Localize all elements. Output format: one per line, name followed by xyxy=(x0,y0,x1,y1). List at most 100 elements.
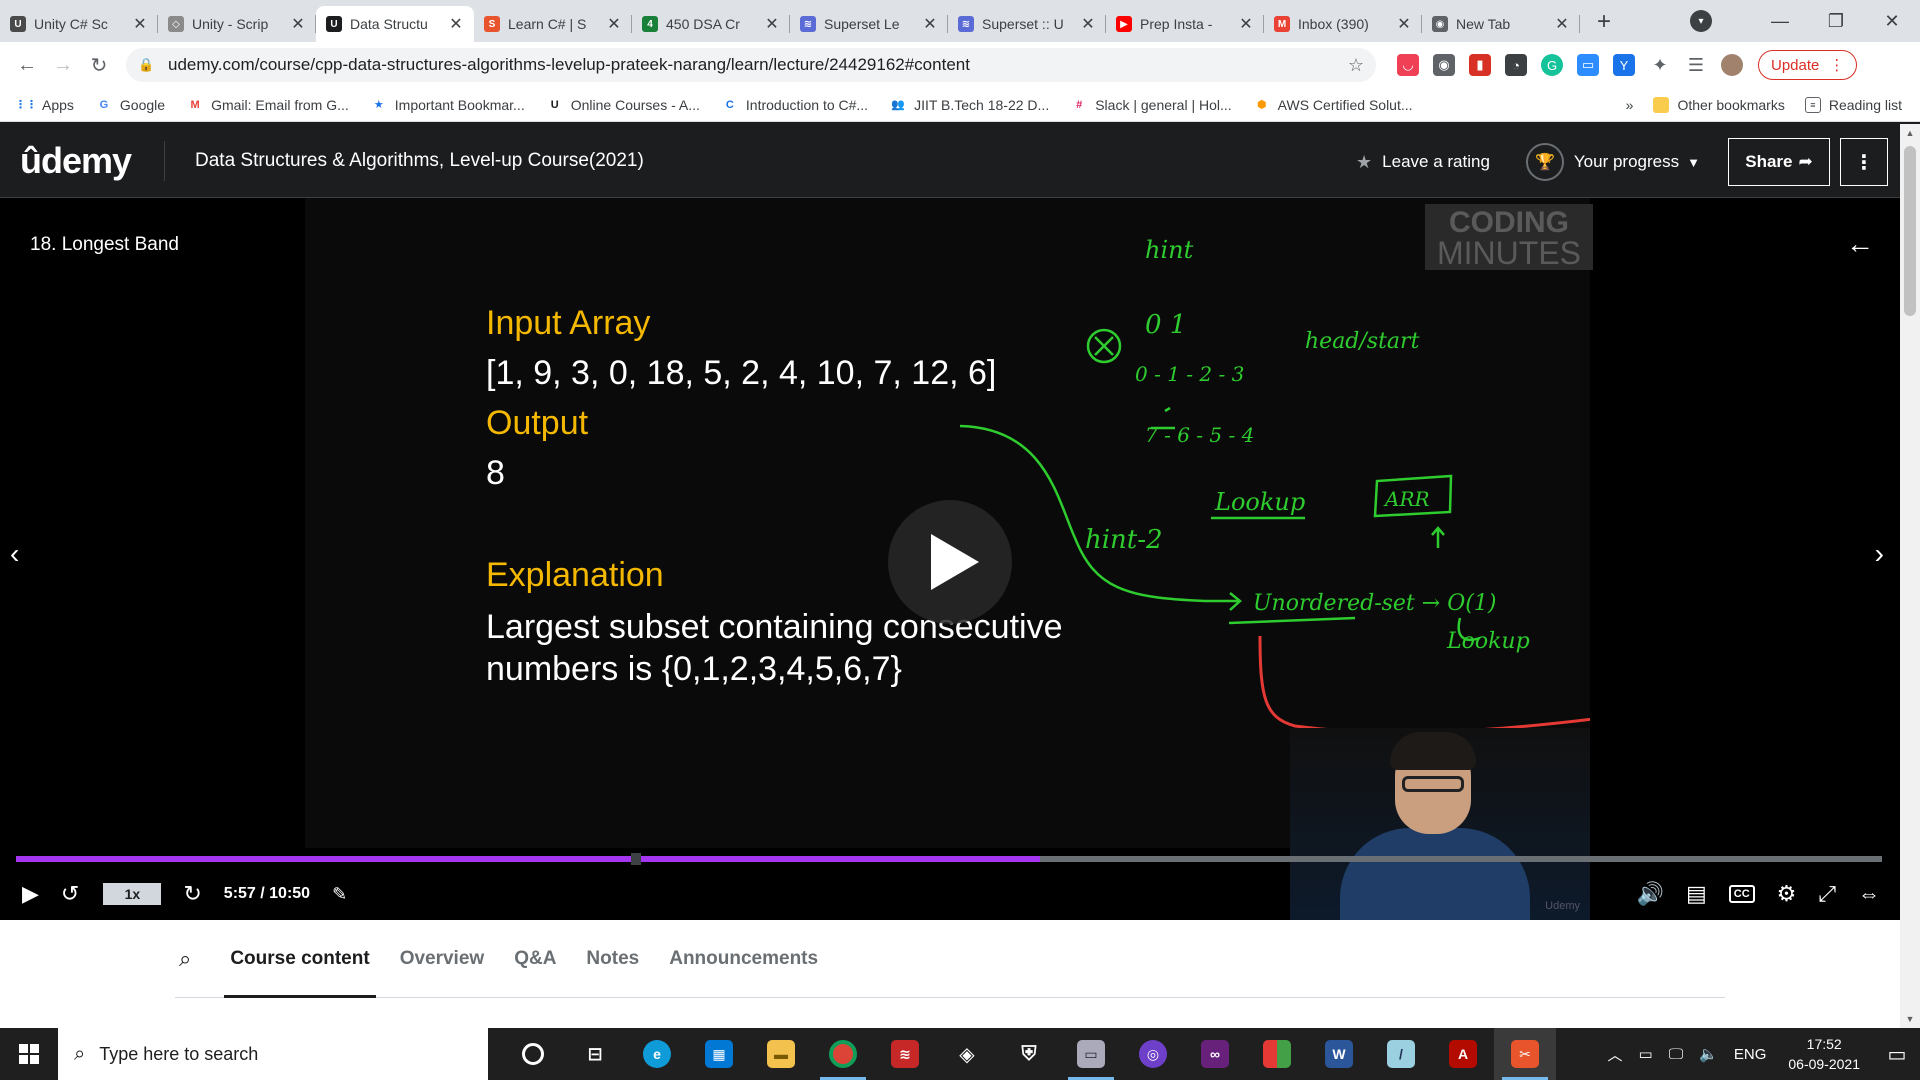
profile-avatar[interactable] xyxy=(1721,54,1743,76)
security-shield-icon[interactable]: ⛨ xyxy=(1021,1042,1037,1065)
extension-icon-4[interactable]: ◔ xyxy=(1505,54,1527,76)
start-button[interactable] xyxy=(0,1028,58,1080)
course-tab[interactable]: Q&A xyxy=(514,947,557,969)
volume-icon[interactable]: 🔈 xyxy=(1699,1046,1718,1063)
play-button[interactable]: ▶ xyxy=(22,881,39,906)
browser-tab[interactable]: ≋Superset :: U✕ xyxy=(948,6,1106,42)
rewind-icon[interactable]: ↺ xyxy=(60,881,80,906)
chrome-icon[interactable] xyxy=(812,1028,874,1080)
acrobat-icon[interactable]: A xyxy=(1432,1028,1494,1080)
bookmark-star-icon[interactable]: ☆ xyxy=(1347,54,1364,75)
close-tab-icon[interactable]: ✕ xyxy=(449,16,463,33)
word-icon[interactable]: W xyxy=(1308,1028,1370,1080)
captions-icon[interactable]: CC xyxy=(1728,885,1755,903)
close-tab-icon[interactable]: ✕ xyxy=(607,16,621,33)
lock-icon[interactable]: 🔒 xyxy=(138,57,155,72)
taskbar-search[interactable]: ⌕ xyxy=(58,1028,488,1080)
new-tab-button[interactable]: + xyxy=(1596,8,1611,35)
tab-search-icon[interactable]: ▾ xyxy=(1690,10,1712,32)
bookmark-item[interactable]: ★Important Bookmar... xyxy=(371,97,525,113)
previous-lecture-icon[interactable]: ‹ xyxy=(10,538,20,569)
url-text[interactable]: udemy.com/course/cpp-data-structures-alg… xyxy=(168,55,970,74)
language-indicator[interactable]: ENG xyxy=(1733,1045,1767,1063)
store-icon[interactable]: ▦ xyxy=(688,1028,750,1080)
task-view-icon[interactable]: ⊟ xyxy=(587,1043,603,1064)
collapse-sidebar-arrow-icon[interactable]: ← xyxy=(1846,228,1874,259)
course-tab[interactable]: Course content xyxy=(224,920,377,998)
other-bookmarks[interactable]: Other bookmarks xyxy=(1653,97,1785,113)
clock[interactable]: 17:52 06-09-2021 xyxy=(1788,1034,1860,1074)
volume-icon[interactable]: 🔊 xyxy=(1636,881,1664,906)
course-tab[interactable]: Announcements xyxy=(669,947,819,969)
bookmarks-overflow-icon[interactable]: » xyxy=(1625,97,1634,113)
show-hidden-icons-icon[interactable]: ︿ xyxy=(1607,1046,1623,1064)
app-icon-7[interactable]: ≋ xyxy=(874,1028,936,1080)
close-tab-icon[interactable]: ✕ xyxy=(133,16,147,33)
app-icon-10[interactable]: ▭ xyxy=(1060,1028,1122,1080)
address-bar[interactable]: 🔒 udemy.com/course/cpp-data-structures-a… xyxy=(126,48,1376,82)
extension-icon-3[interactable]: ▮ xyxy=(1469,54,1491,76)
transcript-icon[interactable]: ▤ xyxy=(1685,881,1707,906)
edge-icon[interactable]: e xyxy=(626,1028,688,1080)
your-progress-button[interactable]: 🏆 Your progress ▼ xyxy=(1525,143,1700,181)
search-icon[interactable]: ⌕ xyxy=(179,945,192,971)
course-tab[interactable]: Notes xyxy=(586,947,640,969)
play-overlay-button[interactable] xyxy=(888,500,1012,624)
next-lecture-icon[interactable]: › xyxy=(1874,538,1884,569)
udemy-logo[interactable]: ûdemy xyxy=(0,140,165,181)
close-tab-icon[interactable]: ✕ xyxy=(1397,16,1411,33)
zoom-extension-icon[interactable]: ▭ xyxy=(1577,54,1599,76)
settings-gear-icon[interactable]: ⚙ xyxy=(1776,881,1797,906)
reload-button[interactable]: ↻ xyxy=(90,54,108,77)
grammarly-extension-icon[interactable]: G xyxy=(1541,54,1563,76)
close-tab-icon[interactable]: ✕ xyxy=(1081,16,1095,33)
visual-studio-icon[interactable]: ∞ xyxy=(1184,1028,1246,1080)
seek-handle[interactable] xyxy=(630,853,641,865)
page-scrollbar[interactable]: ▲ ▼ xyxy=(1900,124,1920,1028)
extension-icon-7[interactable]: Y xyxy=(1613,54,1635,76)
taskbar-search-input[interactable] xyxy=(99,1043,440,1065)
unity-icon[interactable]: ◈ xyxy=(959,1043,975,1066)
app-icon-17[interactable]: ✂ xyxy=(1494,1028,1556,1080)
cortana-icon[interactable] xyxy=(502,1028,564,1080)
forward-icon[interactable]: ↻ xyxy=(183,881,202,906)
close-tab-icon[interactable]: ✕ xyxy=(291,16,305,33)
course-tab[interactable]: Overview xyxy=(399,947,485,969)
app-icon-13[interactable] xyxy=(1246,1028,1308,1080)
scroll-down-icon[interactable]: ▼ xyxy=(1905,1014,1915,1024)
bookmark-item[interactable]: 👥JIIT B.Tech 18-22 D... xyxy=(890,97,1049,113)
minimize-button[interactable]: — xyxy=(1771,10,1789,31)
scroll-thumb[interactable] xyxy=(1904,146,1916,316)
bookmark-item[interactable]: #Slack | general | Hol... xyxy=(1071,97,1232,113)
close-tab-icon[interactable]: ✕ xyxy=(923,16,937,33)
browser-tab[interactable]: ◉New Tab✕ xyxy=(1422,6,1580,42)
bookmark-item[interactable]: ⬢AWS Certified Solut... xyxy=(1254,97,1413,113)
expanded-view-icon[interactable]: ⇔ xyxy=(1858,881,1880,906)
fullscreen-icon[interactable]: ⤢ xyxy=(1818,881,1836,906)
notifications-icon[interactable]: ▭ xyxy=(1887,1043,1907,1066)
leave-rating-button[interactable]: ★ Leave a rating xyxy=(1356,152,1490,173)
share-button[interactable]: Share ➦ xyxy=(1728,138,1830,186)
close-tab-icon[interactable]: ✕ xyxy=(1555,16,1569,33)
file-explorer-icon[interactable]: ▬ xyxy=(750,1028,812,1080)
add-note-icon[interactable]: ✎ xyxy=(332,883,348,904)
browser-tab[interactable]: ◇Unity - Scrip✕ xyxy=(158,6,316,42)
network-icon[interactable]: 🖵 xyxy=(1668,1045,1684,1063)
course-title[interactable]: Data Structures & Algorithms, Level-up C… xyxy=(195,149,644,171)
reading-list[interactable]: ≡ Reading list xyxy=(1804,97,1902,113)
seek-bar[interactable] xyxy=(16,853,1882,865)
battery-icon[interactable]: ▭ xyxy=(1638,1046,1653,1063)
extension-icon-2[interactable]: ◉ xyxy=(1433,54,1455,76)
bookmark-item[interactable]: ⋮⋮Apps xyxy=(15,97,74,113)
reading-queue-icon[interactable]: ☰ xyxy=(1687,54,1705,75)
browser-tab[interactable]: ▶Prep Insta -✕ xyxy=(1106,6,1264,42)
